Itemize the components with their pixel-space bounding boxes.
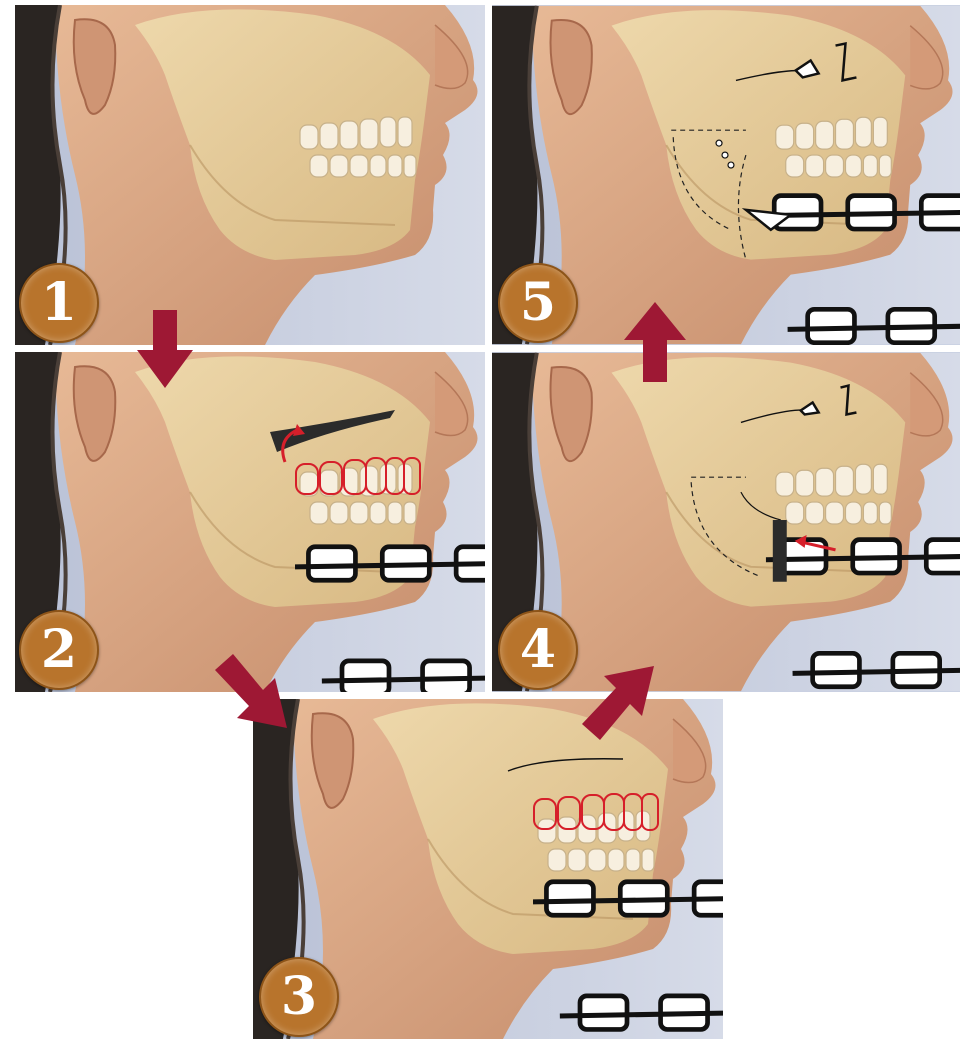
step-4-badge: 4 (498, 610, 578, 690)
arrow-up-right-icon (582, 662, 657, 742)
step-3-panel: 3 (253, 699, 723, 1039)
arrow-down-right-icon (215, 652, 290, 732)
step-3-badge: 3 (259, 957, 339, 1037)
step-5-panel: 5 (492, 5, 960, 345)
mandibular-advancement-gap (773, 520, 787, 582)
step-2-panel: 2 (15, 352, 485, 692)
step-5-badge: 5 (498, 263, 578, 343)
step-4-panel: 4 (492, 352, 960, 692)
arrow-up-icon (622, 300, 688, 382)
arrow-down-icon (135, 310, 195, 390)
step-1-panel: 1 (15, 5, 485, 345)
step-2-badge: 2 (19, 610, 99, 690)
step-1-badge: 1 (19, 263, 99, 343)
